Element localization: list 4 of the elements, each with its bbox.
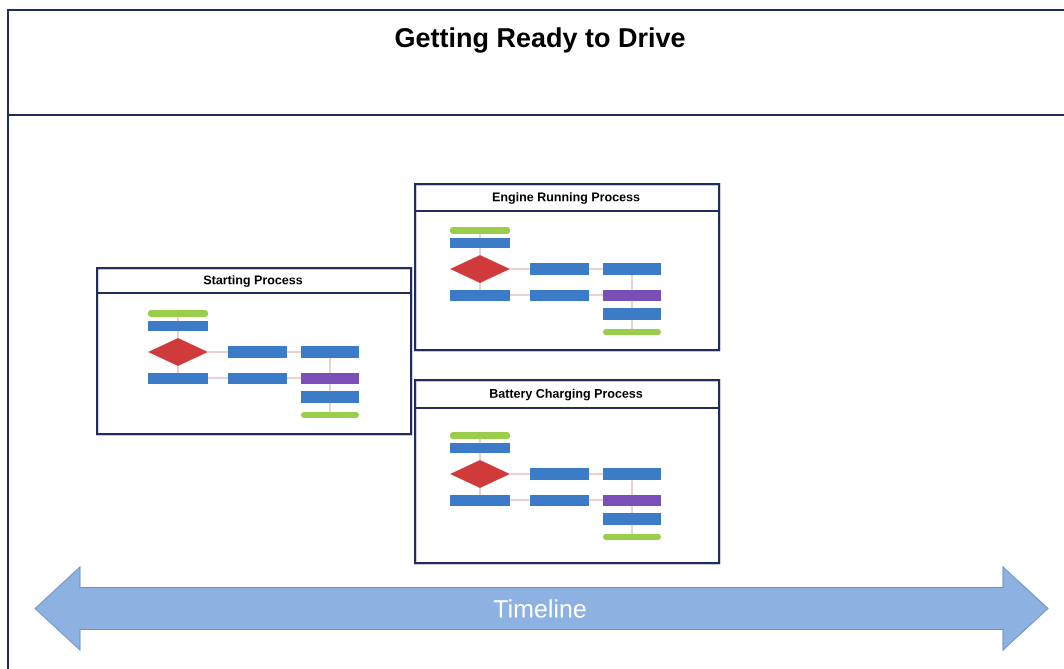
flowchart-thumbnail-drawing [450, 227, 661, 335]
flowchart-thumbnail-drawing [148, 310, 359, 418]
title: Getting Ready to Drive [395, 27, 685, 53]
flowchart-thumbnail-drawing [450, 432, 661, 540]
